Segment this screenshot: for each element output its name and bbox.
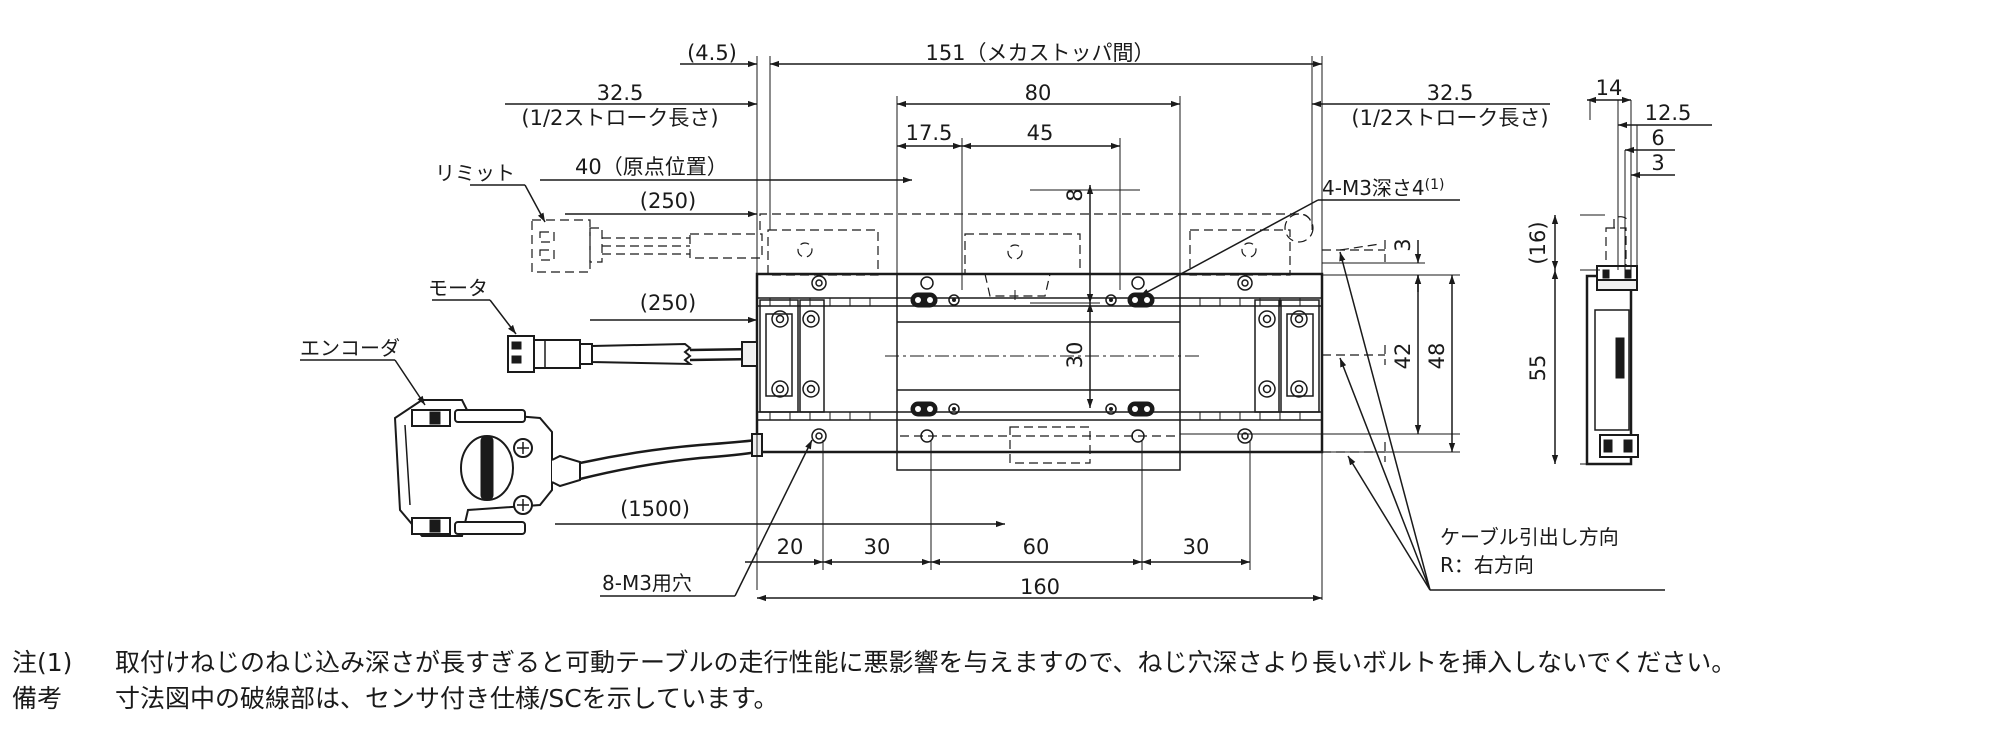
side-dim-3: 3 [1651,151,1664,175]
dim-30-a: 30 [864,535,891,559]
label-tapped-holes: 4-M3深さ4(1) [1322,176,1445,200]
stage-side-view [1585,100,1639,466]
motor-connector [507,335,758,373]
dim-32-5-left: 32.5 [597,81,644,105]
label-cable-direction-r: R：右方向 [1440,553,1534,577]
dim-80: 80 [1025,81,1052,105]
dim-30-vertical: 30 [1063,342,1087,369]
dim-30-b: 30 [1183,535,1210,559]
side-dim-14: 14 [1596,76,1623,100]
dim-45: 45 [1027,121,1054,145]
label-motor: モータ [428,276,488,300]
side-dim-55: 55 [1526,355,1550,382]
dim-4-5: (4.5) [687,41,737,65]
note-1-text: 取付けねじのねじ込み深さが長すぎると可動テーブルの走行性能に悪影響を与えますので… [115,648,1737,677]
note-remarks-key: 備考 [12,684,63,713]
side-dim-6: 6 [1651,126,1664,150]
encoder-connector [393,399,763,537]
note-1-key: 注(1) [12,648,73,677]
side-dim-16: (16) [1526,221,1550,264]
dim-3-top: 3 [1391,238,1415,251]
dim-250-limit: (250) [640,189,696,213]
label-mounting-holes: 8-M3用穴 [602,571,692,595]
dim-250-motor: (250) [640,291,696,315]
dim-40-origin: 40（原点位置） [575,155,728,179]
dimension-lines [505,60,1712,602]
note-remarks: 備考 寸法図中の破線部は、センサ付き仕様/SCを示しています。 [12,684,779,714]
sensor-option-dashed [759,213,1386,464]
dim-60: 60 [1023,535,1050,559]
label-cable-direction: ケーブル引出し方向 [1440,525,1619,549]
dim-8: 8 [1063,188,1087,201]
label-limit: リミット [435,161,515,185]
dim-half-stroke-right: (1/2ストローク長さ) [1351,106,1548,130]
note-1: 注(1) 取付けねじのねじ込み深さが長すぎると可動テーブルの走行性能に悪影響を与え… [12,648,1736,678]
dim-32-5-right: 32.5 [1427,81,1474,105]
dim-42: 42 [1391,343,1415,370]
dim-1500: (1500) [620,497,690,521]
dim-20: 20 [777,535,804,559]
dim-17-5: 17.5 [906,121,953,145]
dim-151: 151（メカストッパ間） [925,41,1154,65]
note-ref-1: (1) [1425,177,1445,193]
dim-48: 48 [1425,343,1449,370]
extension-lines [756,56,1605,600]
label-encoder: エンコーダ [300,336,400,360]
note-remarks-text: 寸法図中の破線部は、センサ付き仕様/SCを示しています。 [115,684,779,713]
limit-connector [531,219,763,273]
dim-160: 160 [1020,575,1060,599]
dimension-drawing: (4.5) 151（メカストッパ間） 32.5 (1/2ストローク長さ) 80 … [300,41,1712,602]
dim-half-stroke-left: (1/2ストローク長さ) [521,106,718,130]
leader-lines [300,184,1665,597]
side-dim-12-5: 12.5 [1645,101,1692,125]
